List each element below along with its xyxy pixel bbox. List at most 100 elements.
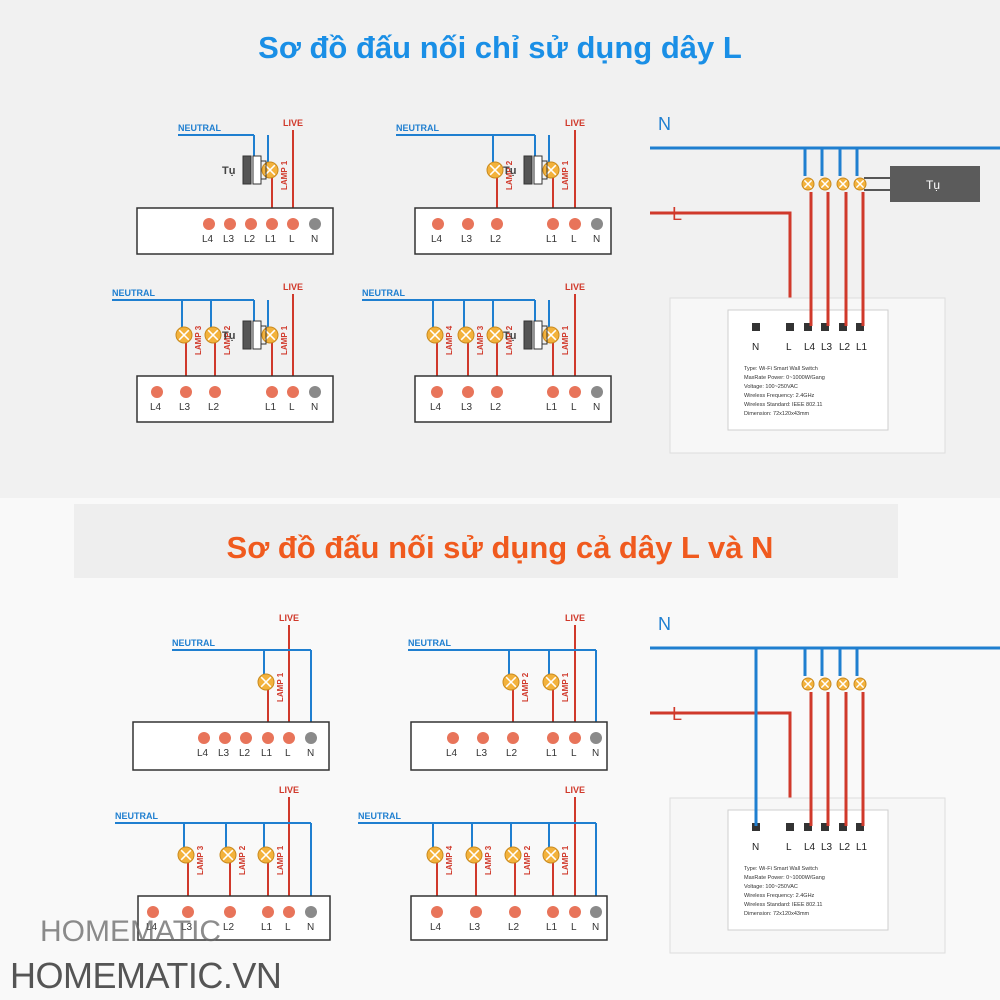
terminal-dot — [491, 218, 503, 230]
lamp-label: LAMP 1 — [276, 845, 285, 875]
terminal-dot — [431, 906, 443, 918]
terminal-dot — [591, 218, 603, 230]
terminal-dot — [224, 218, 236, 230]
terminal-label: L — [571, 922, 577, 933]
terminal-dot — [209, 386, 221, 398]
module-terminal-label: L2 — [839, 842, 851, 853]
module-terminal-label: L — [786, 342, 792, 353]
lamp-label: LAMP 2 — [521, 672, 530, 702]
module-terminal-label: L1 — [856, 342, 868, 353]
lamp-cross-icon — [545, 329, 557, 341]
lamp-cross-icon — [855, 679, 865, 689]
lamp-label: LAMP 2 — [505, 160, 514, 190]
terminal-dot — [287, 218, 299, 230]
terminal-dot — [180, 386, 192, 398]
terminal-label: L1 — [546, 748, 558, 759]
watermark-logo: HOMEMATIC — [40, 915, 222, 948]
terminal-label: L3 — [181, 922, 193, 933]
terminal-dot — [547, 732, 559, 744]
terminal-label: L4 — [446, 748, 458, 759]
capacitor-icon — [242, 155, 252, 185]
terminal-label: L2 — [223, 922, 235, 933]
bus-l-wire — [650, 211, 792, 326]
bus-n-label: N — [658, 614, 671, 634]
terminal-dot — [447, 732, 459, 744]
neutral-label: NEUTRAL — [408, 638, 451, 648]
neutral-label: NEUTRAL — [112, 288, 155, 298]
lamp-label: LAMP 1 — [280, 160, 289, 190]
lamp-label: LAMP 2 — [223, 325, 232, 355]
terminal-label: L3 — [223, 234, 235, 245]
terminal-dot — [547, 906, 559, 918]
capacitor-label: Tụ — [222, 330, 235, 342]
spec-line: Wireless Standard: IEEE 802.11 — [744, 402, 822, 408]
lamp-cross-icon — [545, 164, 557, 176]
lamp-cross-icon — [207, 329, 219, 341]
lamp-label: LAMP 1 — [561, 325, 570, 355]
module-screw — [786, 823, 794, 831]
lamp-label: LAMP 1 — [276, 672, 285, 702]
terminal-label: L3 — [469, 922, 481, 933]
terminal-label: L1 — [546, 234, 558, 245]
terminal-label: L3 — [476, 748, 488, 759]
terminal-label: L4 — [431, 234, 443, 245]
lamp-cross-icon — [460, 329, 472, 341]
terminal-dot — [198, 732, 210, 744]
terminal-label: L3 — [461, 402, 473, 413]
lamp-cross-icon — [260, 849, 272, 861]
terminal-dot — [569, 732, 581, 744]
terminal-label: N — [593, 234, 600, 245]
watermark-url: HOMEMATIC.VN — [10, 955, 282, 996]
lamp-cross-icon — [838, 179, 848, 189]
lamp-label: LAMP 2 — [505, 325, 514, 355]
terminal-dot — [151, 386, 163, 398]
terminal-dot — [283, 906, 295, 918]
terminal-label: L2 — [244, 234, 256, 245]
terminal-dot — [477, 732, 489, 744]
bus-n-label: N — [658, 114, 671, 134]
terminal-label: L — [571, 234, 577, 245]
module-screw — [786, 323, 794, 331]
terminal-label: N — [592, 922, 599, 933]
terminal-label: L4 — [146, 922, 158, 933]
terminal-dot — [219, 732, 231, 744]
capacitor-icon — [242, 320, 252, 350]
lamp-cross-icon — [260, 676, 272, 688]
lamp-label: LAMP 1 — [561, 845, 570, 875]
terminal-label: L1 — [546, 402, 558, 413]
terminal-dot — [266, 386, 278, 398]
spec-line: Type: Wi-Fi Smart Wall Switch — [744, 366, 818, 372]
terminal-box — [410, 721, 608, 771]
neutral-label: NEUTRAL — [396, 123, 439, 133]
terminal-label: L4 — [150, 402, 162, 413]
terminal-dot — [245, 218, 257, 230]
capacitor-lead — [542, 160, 548, 180]
spec-line: Dimension: 72x120x43mm — [744, 411, 810, 417]
lamp-cross-icon — [545, 849, 557, 861]
lamp-cross-icon — [489, 164, 501, 176]
terminal-dot — [262, 732, 274, 744]
module-screw — [839, 823, 847, 831]
lamp-cross-icon — [468, 849, 480, 861]
neutral-label: NEUTRAL — [362, 288, 405, 298]
terminal-dot — [309, 218, 321, 230]
terminal-dot — [462, 386, 474, 398]
module-terminal-label: L2 — [839, 342, 851, 353]
terminal-box — [136, 375, 334, 423]
terminal-dot — [569, 386, 581, 398]
live-label: LIVE — [565, 282, 585, 292]
terminal-label: L1 — [546, 922, 558, 933]
title-band — [74, 504, 898, 578]
lamp-cross-icon — [838, 679, 848, 689]
capacitor-label: Tụ — [503, 165, 516, 177]
terminal-box — [410, 895, 608, 941]
capacitor-icon — [523, 155, 533, 185]
module-terminal-label: N — [752, 342, 759, 353]
terminal-dot — [590, 906, 602, 918]
spec-line: MaxRate Power: 0~1000W/Gang — [744, 875, 825, 881]
capacitor-icon — [252, 155, 262, 185]
bus-l-wire — [650, 711, 792, 826]
terminal-dot — [470, 906, 482, 918]
live-label: LIVE — [279, 785, 299, 795]
terminal-dot — [283, 732, 295, 744]
